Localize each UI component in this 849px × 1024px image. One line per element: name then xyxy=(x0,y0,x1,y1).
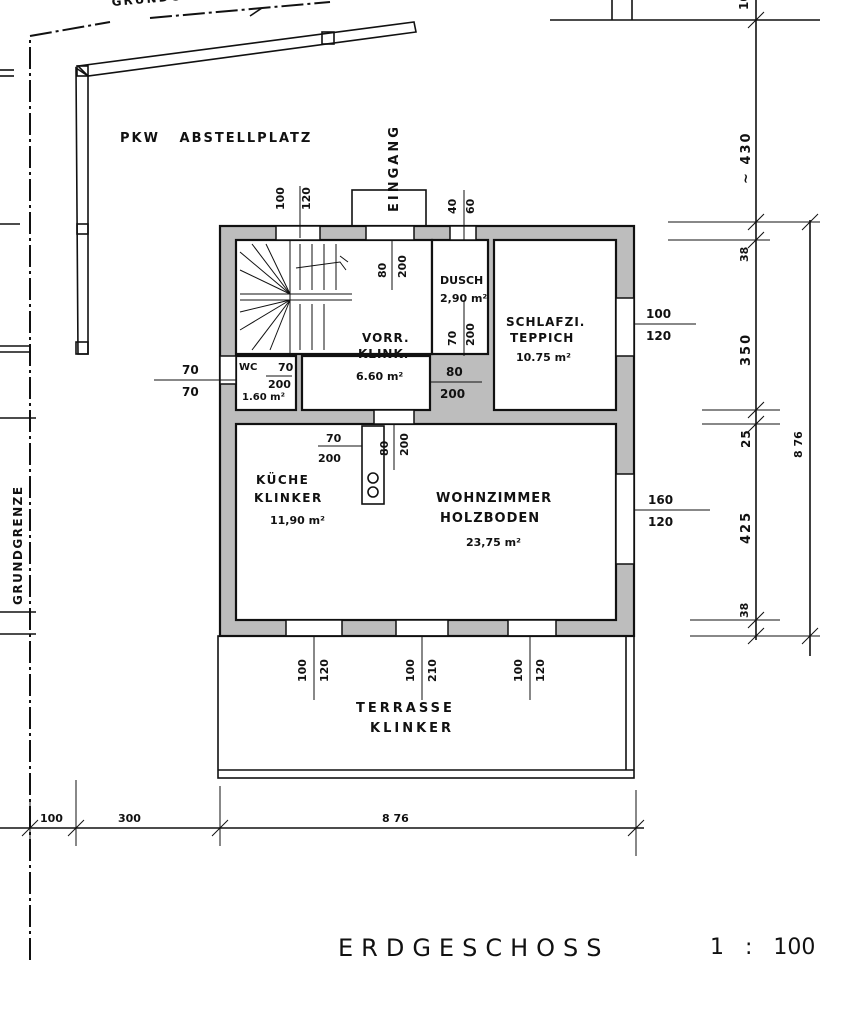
carport-beam xyxy=(76,21,417,77)
shower-name: DUSCH xyxy=(440,274,483,287)
opening-dim: 70 xyxy=(326,432,342,445)
opening-dim: 200 xyxy=(440,387,465,401)
opening-dim: 200 xyxy=(268,378,291,391)
opening-dim: 200 xyxy=(464,323,477,346)
dimension-label: 38 xyxy=(738,603,751,618)
boundary-label-left: GRUNDGRENZE xyxy=(11,485,25,605)
opening-dim: 200 xyxy=(398,433,411,456)
kitchen-area: 11,90 m² xyxy=(270,514,325,527)
wc-area: 1.60 m² xyxy=(242,392,285,403)
dimension-label: ~ 430 xyxy=(739,131,754,184)
opening-dim: 80 xyxy=(378,440,391,456)
dimension-label: 38 xyxy=(738,247,751,262)
entrance-label: EINGANG xyxy=(387,124,402,212)
opening-dim: 60 xyxy=(464,198,477,214)
living-floor: HOLZBODEN xyxy=(440,511,540,526)
living-area: 23,75 m² xyxy=(466,536,521,549)
terrace-name: TERRASSE xyxy=(356,701,455,716)
dimension-label: 300 xyxy=(118,812,141,825)
opening-dim: 100 xyxy=(512,659,525,682)
opening-dim: 120 xyxy=(648,515,673,529)
dimension-label: 425 xyxy=(739,511,754,544)
opening-dim: 200 xyxy=(318,452,341,465)
property-boundary-line-top xyxy=(149,1,331,19)
opening-dim: 70 xyxy=(446,330,459,346)
room-living-kitchen xyxy=(234,422,618,622)
dimension-label: 8 76 xyxy=(382,812,409,825)
opening-dim: 100 xyxy=(646,307,671,321)
opening-dim: 100 xyxy=(274,187,287,210)
hall-floor: KLINK. xyxy=(358,347,409,361)
staircase xyxy=(239,240,352,354)
living-name: WOHNZIMMER xyxy=(436,491,552,506)
hall-area: 6.60 m² xyxy=(356,370,403,383)
opening-dim: 120 xyxy=(534,659,547,682)
opening-dim: 120 xyxy=(300,187,313,210)
bedroom-area: 10.75 m² xyxy=(516,351,571,364)
shower-area: 2,90 m² xyxy=(440,292,487,305)
opening-dim: 120 xyxy=(646,329,671,343)
opening-dim: 80 xyxy=(446,365,463,379)
dimension-label: 100 xyxy=(40,812,63,825)
wc-name: WC xyxy=(239,362,257,373)
dimension-label: 10 xyxy=(737,0,751,10)
wall-openings xyxy=(219,225,635,637)
dimension-chain-right xyxy=(668,0,820,656)
chimney-opening xyxy=(367,472,379,484)
opening-dim: 80 xyxy=(376,262,389,278)
opening-dim: 100 xyxy=(296,659,309,682)
drawing-scale: 1 : 100 xyxy=(710,935,815,960)
parking-label: PKW ABSTELLPLATZ xyxy=(120,131,312,146)
kitchen-name: KÜCHE xyxy=(256,472,309,487)
opening-dim: 200 xyxy=(396,255,409,278)
opening-dim: 70 xyxy=(182,363,199,377)
boundary-label-top: GRUNDGRENZE xyxy=(111,0,237,9)
room-hall xyxy=(300,354,432,412)
hall-name: VORR. xyxy=(362,331,410,345)
terrace-outline xyxy=(217,635,635,779)
opening-dim: 100 xyxy=(404,659,417,682)
dimension-label: 350 xyxy=(739,333,754,366)
bedroom-floor: TEPPICH xyxy=(510,331,574,345)
dimension-chain-bottom xyxy=(0,780,645,856)
opening-dim: 70 xyxy=(182,385,199,399)
opening-dim: 210 xyxy=(426,659,439,682)
dimension-label: 25 xyxy=(739,429,753,448)
kitchen-floor: KLINKER xyxy=(254,491,323,505)
carport-post xyxy=(321,31,335,45)
opening-dim: 160 xyxy=(648,493,673,507)
carport-post-line xyxy=(75,66,89,355)
chimney xyxy=(361,425,385,505)
room-shower xyxy=(430,238,490,356)
opening-dim: 40 xyxy=(446,198,459,214)
opening-dim: 70 xyxy=(278,361,294,374)
bedroom-name: SCHLAFZI. xyxy=(506,315,585,329)
terrace-floor: KLINKER xyxy=(370,721,454,736)
property-boundary-line xyxy=(29,21,111,960)
drawing-title: ERDGESCHOSS xyxy=(338,934,609,962)
room-stair-area xyxy=(234,238,434,356)
opening-dim: 120 xyxy=(318,659,331,682)
dimension-label: 8 76 xyxy=(792,431,805,458)
